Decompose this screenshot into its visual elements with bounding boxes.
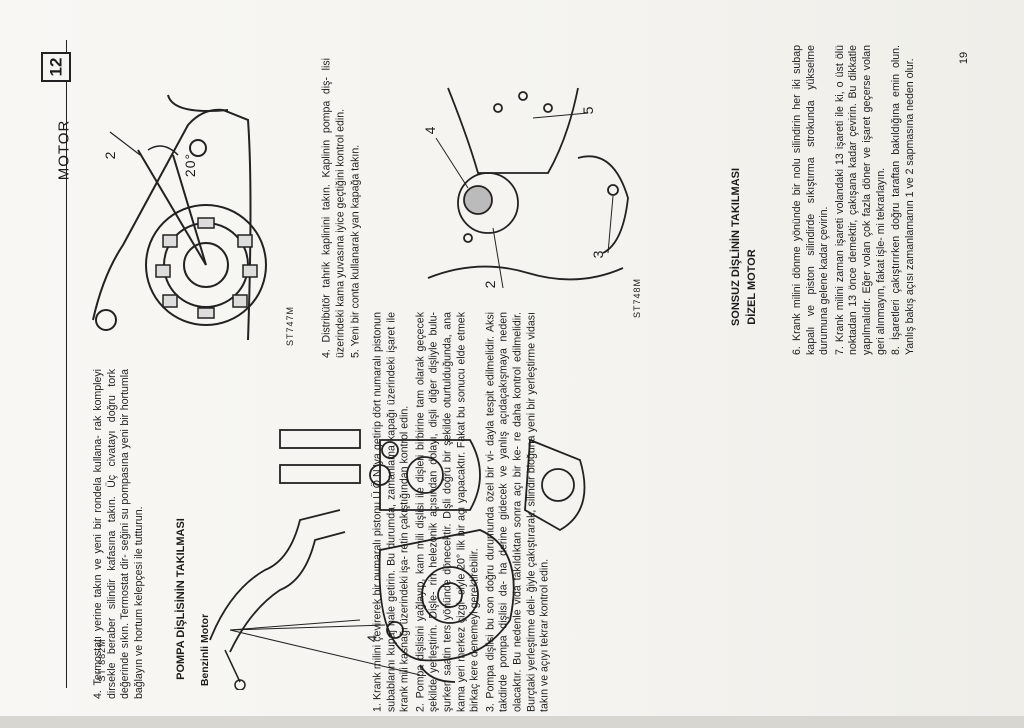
st748-label-2: 2 xyxy=(482,279,498,289)
page-number: 19 xyxy=(958,51,970,65)
st748-label-5: 5 xyxy=(580,105,596,115)
section-title: MOTOR xyxy=(55,119,73,181)
chapter-box: 12 xyxy=(41,52,71,82)
scan-edge xyxy=(0,716,1024,728)
paragraph-1: 1. Krank milini çevirerek bir numaralı p… xyxy=(371,312,411,712)
figure-st748-distributor xyxy=(427,87,629,289)
paragraph-3: 3. Pompa dişlisi bu son doğru durumunda … xyxy=(484,312,551,712)
caption-st747m: ST747M xyxy=(285,305,295,347)
text-thermostat: 4. Termostatı yerine takın ve yeni bir r… xyxy=(92,369,148,699)
text-pompa-paragraphs: 1. Krank milini çevirerek bir numaralı p… xyxy=(372,312,555,712)
st747-angle-label: 20° xyxy=(182,152,198,178)
subheading-benzinli: Benzinli Motor xyxy=(199,613,211,687)
heading-dizel-motor: DİZEL MOTOR xyxy=(746,249,758,325)
paragraph-5: 5. Yeni bir conta kullanarak yan kapağa … xyxy=(349,144,362,358)
chapter-number: 12 xyxy=(45,57,65,77)
paragraph-4-distributor: 4. Distribütör tahrik kaplinini takın. K… xyxy=(320,58,347,358)
figure-st747-gear xyxy=(92,94,267,341)
text-sonsuz-paragraphs: 6. Krank milini dönme yönünde bir nolu s… xyxy=(791,45,919,355)
spacer xyxy=(700,462,701,463)
paragraph-7: 7. Krank milini zaman işareti volandaki … xyxy=(833,45,887,355)
st748-label-4: 4 xyxy=(422,125,438,135)
st747-label-2: 2 xyxy=(102,150,118,160)
heading-sonsuz-disli: SONSUZ DİŞLİNİN TAKILMASI xyxy=(730,167,742,327)
text-distributor: 4. Distribütör tahrik kaplinini takın. K… xyxy=(321,58,366,358)
paragraph-4-thermostat: 4. Termostatı yerine takın ve yeni bir r… xyxy=(91,369,145,699)
paragraph-6: 6. Krank milini dönme yönünde bir nolu s… xyxy=(790,45,831,355)
paragraph-8: 8. İşaretleri çakıştırırken doğru taraft… xyxy=(889,45,916,355)
figure-st882-water-pump xyxy=(209,429,586,690)
st748-label-3: 3 xyxy=(590,249,606,259)
header-rule xyxy=(66,40,67,688)
paragraph-2: 2. Pompa dişlisini yağlayıp, kam mili di… xyxy=(414,312,481,712)
caption-st748m: ST748M xyxy=(632,277,642,319)
heading-pompa-disli: POMPA DİŞLİSİNİN TAKILMASI xyxy=(175,518,187,680)
